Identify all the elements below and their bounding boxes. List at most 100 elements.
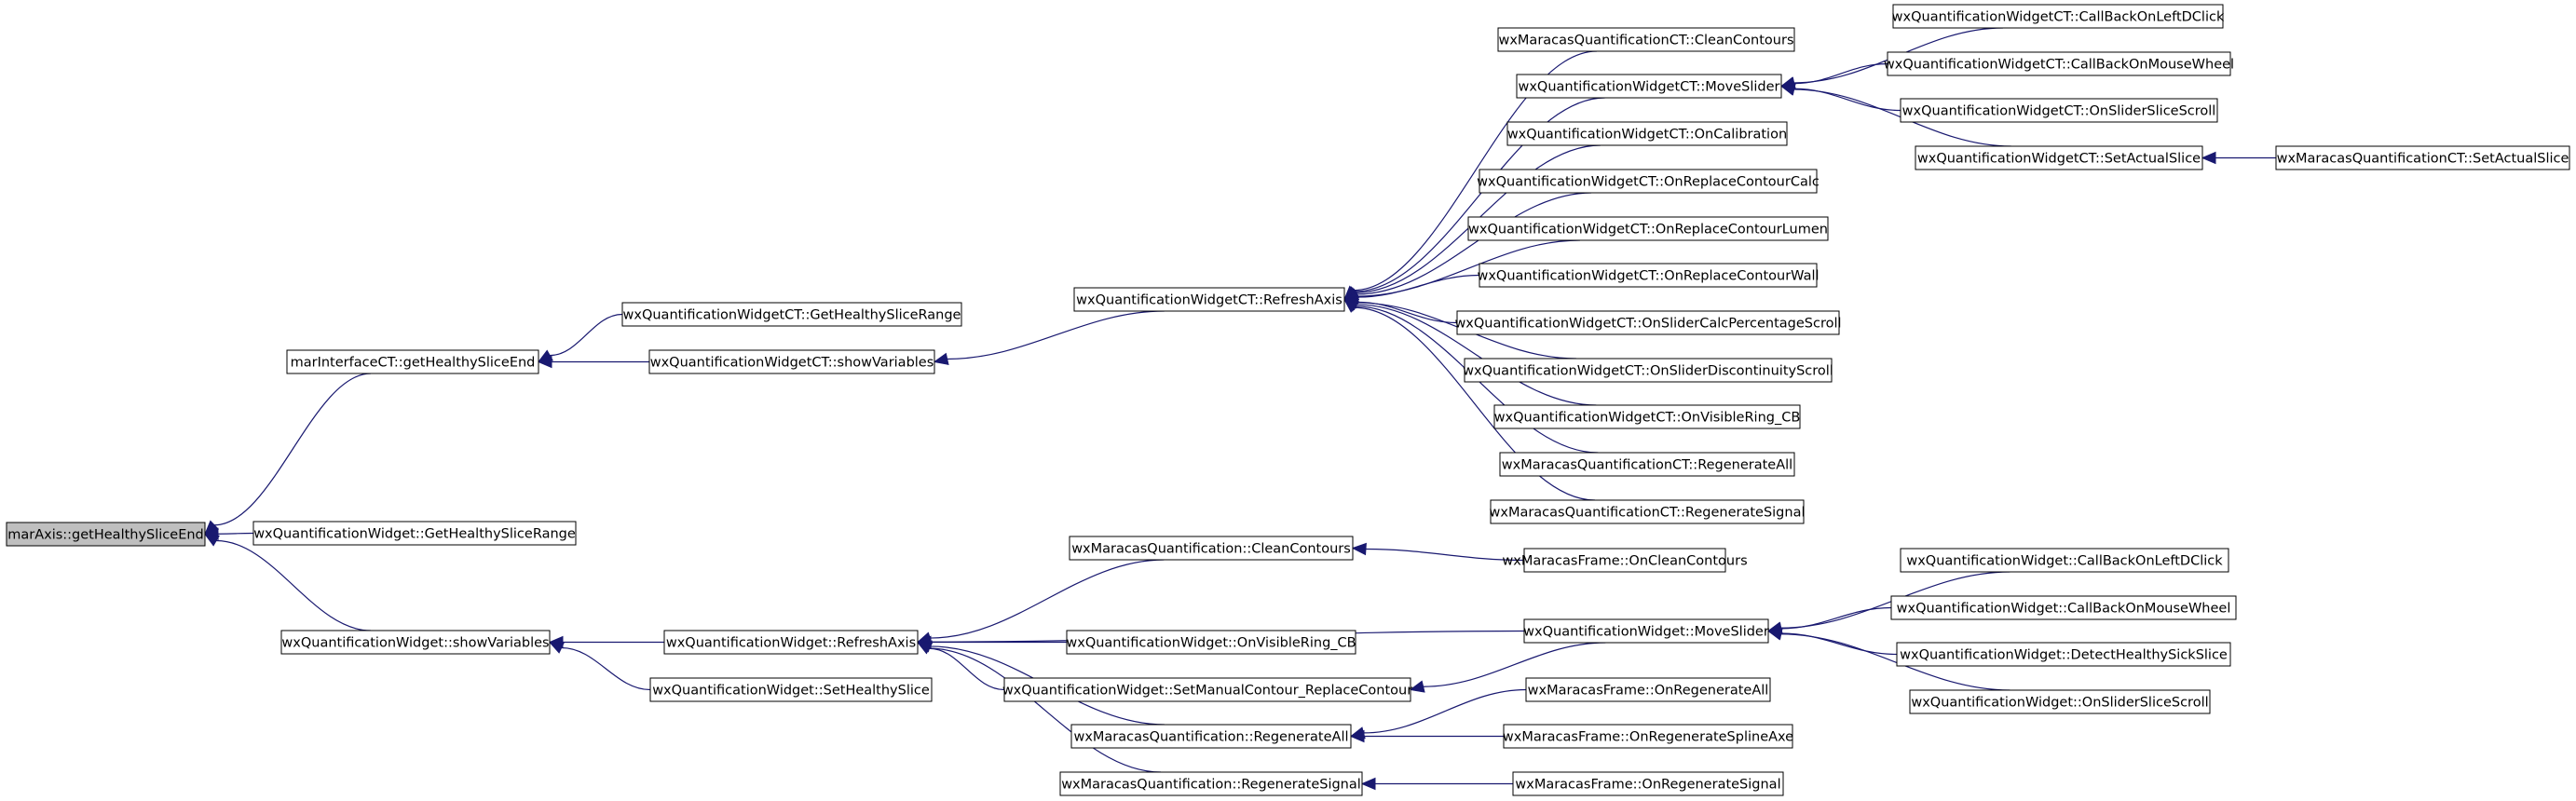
node-n32[interactable]: wxMaracasFrame::OnRegenerateAll xyxy=(1525,677,1771,702)
node-box[interactable] xyxy=(1503,724,1793,749)
node-n1[interactable]: marInterfaceCT::getHealthySliceEnd xyxy=(286,349,539,374)
node-box[interactable] xyxy=(1493,404,1801,429)
node-n4[interactable]: wxQuantificationWidgetCT::RefreshAxis xyxy=(1073,287,1345,312)
node-label: wxQuantificationWidgetCT::OnSliderSliceS… xyxy=(1902,104,2216,119)
node-n38[interactable]: wxQuantificationWidget::OnSliderSliceScr… xyxy=(1909,689,2211,714)
node-label: wxMaracasFrame::OnRegenerateSplineAxe xyxy=(1503,730,1793,745)
node-n16[interactable]: wxQuantificationWidgetCT::CallBackOnLeft… xyxy=(1892,4,2225,29)
node-n37[interactable]: wxQuantificationWidget::DetectHealthySic… xyxy=(1896,642,2231,667)
node-box[interactable] xyxy=(1896,642,2231,667)
node-n3[interactable]: wxQuantificationWidgetCT::showVariables xyxy=(648,349,935,374)
edge-line xyxy=(1356,192,1592,295)
node-box[interactable] xyxy=(1499,452,1795,477)
node-box[interactable] xyxy=(1073,287,1345,312)
node-n0[interactable]: marAxis::getHealthySliceEnd xyxy=(6,522,206,547)
node-n2[interactable]: wxQuantificationWidgetCT::GetHealthySlic… xyxy=(621,302,962,327)
node-n24[interactable]: wxQuantificationWidget::SetHealthySlice xyxy=(649,677,933,702)
node-box[interactable] xyxy=(1070,724,1352,749)
node-n22[interactable]: wxQuantificationWidget::showVariables xyxy=(280,630,551,655)
arrowhead xyxy=(203,533,220,547)
node-n34[interactable]: wxMaracasFrame::OnRegenerateSignal xyxy=(1512,771,1784,796)
edge-n2-to-n1 xyxy=(537,313,623,363)
node-box[interactable] xyxy=(1523,548,1726,573)
node-n27[interactable]: wxQuantificationWidget::SetManualContour… xyxy=(1002,677,1412,702)
node-label: marAxis::getHealthySliceEnd xyxy=(7,528,204,543)
node-box[interactable] xyxy=(1887,51,2231,76)
node-n33[interactable]: wxMaracasFrame::OnRegenerateSplineAxe xyxy=(1503,724,1793,749)
node-n11[interactable]: wxQuantificationWidgetCT::OnSliderCalcPe… xyxy=(1454,310,1842,335)
node-box[interactable] xyxy=(1892,4,2224,29)
node-n30[interactable]: wxMaracasFrame::OnCleanContours xyxy=(1502,548,1748,573)
node-n18[interactable]: wxQuantificationWidgetCT::OnSliderSliceS… xyxy=(1900,98,2218,123)
node-box[interactable] xyxy=(6,522,206,547)
node-label: wxQuantificationWidgetCT::OnReplaceConto… xyxy=(1477,269,1819,284)
node-n19[interactable]: wxQuantificationWidgetCT::SetActualSlice xyxy=(1915,145,2203,170)
node-n14[interactable]: wxMaracasQuantificationCT::RegenerateAll xyxy=(1499,452,1795,477)
node-box[interactable] xyxy=(1523,618,1769,644)
arrowhead xyxy=(1409,680,1425,693)
node-box[interactable] xyxy=(2275,145,2570,170)
node-n31[interactable]: wxQuantificationWidget::MoveSlider xyxy=(1523,618,1769,644)
node-box[interactable] xyxy=(649,677,933,702)
edge-n34-to-n29 xyxy=(1360,777,1513,791)
node-label: wxMaracasQuantification::RegenerateSigna… xyxy=(1061,778,1361,793)
node-n6[interactable]: wxQuantificationWidgetCT::MoveSlider xyxy=(1516,74,1782,99)
node-box[interactable] xyxy=(252,521,577,546)
edge-n33-to-n28 xyxy=(1349,729,1505,743)
edge-n31-to-n27 xyxy=(1409,642,1606,693)
node-box[interactable] xyxy=(1479,169,1818,194)
node-box[interactable] xyxy=(1915,145,2203,170)
node-label: marInterfaceCT::getHealthySliceEnd xyxy=(291,356,536,371)
node-box[interactable] xyxy=(621,302,962,327)
node-label: wxQuantificationWidgetCT::OnSliderDiscon… xyxy=(1463,364,1833,379)
node-n20[interactable]: wxMaracasQuantificationCT::SetActualSlic… xyxy=(2275,145,2570,170)
node-box[interactable] xyxy=(1890,595,2237,620)
node-n9[interactable]: wxQuantificationWidgetCT::OnReplaceConto… xyxy=(1467,216,1829,241)
node-label: wxQuantificationWidget::DetectHealthySic… xyxy=(1900,648,2228,663)
node-n15[interactable]: wxMaracasQuantificationCT::RegenerateSig… xyxy=(1490,499,1806,524)
node-box[interactable] xyxy=(1525,677,1771,702)
edges-layer xyxy=(203,27,2276,791)
edge-line xyxy=(1780,632,1898,656)
node-box[interactable] xyxy=(1516,74,1782,99)
node-box[interactable] xyxy=(1506,121,1788,146)
node-box[interactable] xyxy=(1464,358,1833,383)
node-box[interactable] xyxy=(1456,310,1840,335)
node-n7[interactable]: wxQuantificationWidgetCT::OnCalibration xyxy=(1506,121,1788,146)
node-label: wxQuantificationWidgetCT::OnSliderCalcPe… xyxy=(1454,317,1841,332)
node-box[interactable] xyxy=(1900,548,2229,573)
node-n23[interactable]: wxQuantificationWidget::RefreshAxis xyxy=(663,630,919,655)
node-n12[interactable]: wxQuantificationWidgetCT::OnSliderDiscon… xyxy=(1463,358,1833,383)
node-n13[interactable]: wxQuantificationWidgetCT::OnVisibleRing_… xyxy=(1493,404,1801,429)
node-box[interactable] xyxy=(1479,263,1818,288)
node-n10[interactable]: wxQuantificationWidgetCT::OnReplaceConto… xyxy=(1477,263,1820,288)
node-n8[interactable]: wxQuantificationWidgetCT::OnReplaceConto… xyxy=(1477,169,1820,194)
node-box[interactable] xyxy=(286,349,539,374)
node-box[interactable] xyxy=(1059,771,1363,796)
node-n26[interactable]: wxQuantificationWidget::OnVisibleRing_CB xyxy=(1066,630,1356,655)
node-n29[interactable]: wxMaracasQuantification::RegenerateSigna… xyxy=(1059,771,1363,796)
node-n17[interactable]: wxQuantificationWidgetCT::CallBackOnMous… xyxy=(1884,51,2234,76)
node-n35[interactable]: wxQuantificationWidget::CallBackOnLeftDC… xyxy=(1900,548,2229,573)
node-box[interactable] xyxy=(1066,630,1356,655)
node-box[interactable] xyxy=(1512,771,1784,796)
node-n25[interactable]: wxMaracasQuantification::CleanContours xyxy=(1069,536,1354,561)
node-label: wxQuantificationWidget::showVariables xyxy=(281,636,549,651)
node-box[interactable] xyxy=(1900,98,2218,123)
edge-line xyxy=(1355,97,1605,292)
node-label: wxQuantificationWidget::RefreshAxis xyxy=(666,636,916,651)
node-box[interactable] xyxy=(1467,216,1829,241)
node-box[interactable] xyxy=(1497,27,1795,52)
node-n36[interactable]: wxQuantificationWidget::CallBackOnMouseW… xyxy=(1890,595,2237,620)
node-n28[interactable]: wxMaracasQuantification::RegenerateAll xyxy=(1070,724,1352,749)
node-box[interactable] xyxy=(1003,677,1411,702)
node-n21[interactable]: wxQuantificationWidget::GetHealthySliceR… xyxy=(252,521,577,546)
node-box[interactable] xyxy=(1069,536,1354,561)
node-box[interactable] xyxy=(648,349,935,374)
edge-n17-to-n6 xyxy=(1779,62,1888,90)
node-box[interactable] xyxy=(1909,689,2211,714)
node-box[interactable] xyxy=(1490,499,1805,524)
node-n5[interactable]: wxMaracasQuantificationCT::CleanContours xyxy=(1497,27,1795,52)
node-box[interactable] xyxy=(280,630,551,655)
node-box[interactable] xyxy=(663,630,919,655)
